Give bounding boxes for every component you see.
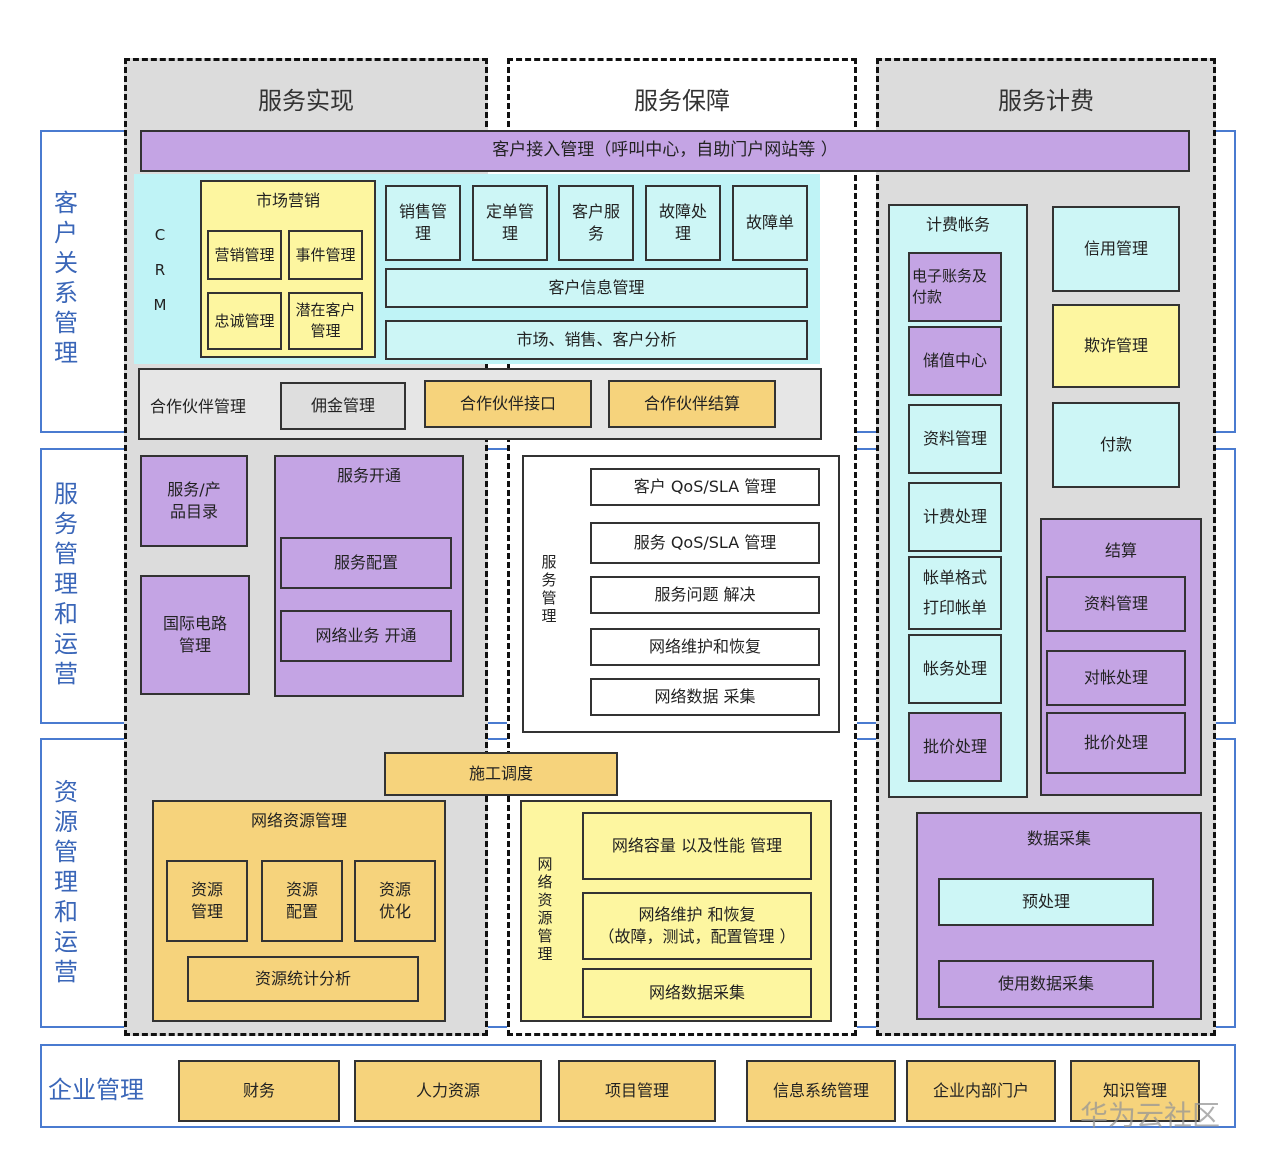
network-service-provisioning: 网络业务 开通 bbox=[280, 610, 452, 662]
enterprise-item: 财务 bbox=[178, 1060, 340, 1122]
band-enterprise bbox=[40, 1044, 1236, 1128]
band-label-resource-ops: 资源管理和运营 bbox=[49, 779, 78, 989]
crm-module: 故障单 bbox=[732, 185, 808, 261]
resource-item: 资源 管理 bbox=[166, 860, 248, 942]
billing-accounts-title: 计费帐务 bbox=[925, 215, 990, 234]
enterprise-item: 企业内部门户 bbox=[906, 1060, 1056, 1122]
network-assurance-item: 网络维护 和恢复 （故障，测试，配置管理 ） bbox=[582, 892, 812, 960]
service-product-catalog: 服务/产 品目录 bbox=[140, 455, 248, 547]
construction-dispatch: 施工调度 bbox=[384, 752, 618, 796]
crm-module: 定单管 理 bbox=[472, 185, 548, 261]
band-label-crm: 客户关系管理 bbox=[49, 190, 78, 370]
settlement-item: 资料管理 bbox=[1046, 576, 1186, 632]
billing-account-item: 资料管理 bbox=[908, 404, 1002, 474]
enterprise-item: 知识管理 bbox=[1070, 1060, 1200, 1122]
billing-account-item: 帐务处理 bbox=[908, 634, 1002, 704]
assurance-item: 网络数据 采集 bbox=[590, 678, 820, 716]
resource-statistics-analysis: 资源统计分析 bbox=[187, 956, 419, 1002]
billing-account-item: 计费处理 bbox=[908, 482, 1002, 552]
marketing-item: 营销管理 bbox=[207, 230, 282, 280]
network-assurance-item: 网络数据采集 bbox=[582, 968, 812, 1018]
settlement-item: 对帐处理 bbox=[1046, 650, 1186, 706]
network-resource-title: 网络资源管理 bbox=[250, 811, 347, 830]
partner-management-title: 合作伙伴管理 bbox=[150, 397, 247, 416]
crm-label: C R M bbox=[153, 226, 167, 314]
commission-management: 佣金管理 bbox=[280, 382, 406, 430]
assurance-item: 网络维护和恢复 bbox=[590, 628, 820, 666]
marketing-item: 忠诚管理 bbox=[207, 292, 282, 350]
crm-module: 销售管 理 bbox=[385, 185, 461, 261]
billing-account-item: 批价处理 bbox=[908, 712, 1002, 782]
resource-item: 资源 优化 bbox=[354, 860, 436, 942]
market-sales-analysis: 市场、销售、客户分析 bbox=[385, 320, 808, 360]
billing-account-item: 电子账务及 付款 bbox=[908, 252, 1002, 322]
resource-item: 资源 配置 bbox=[261, 860, 343, 942]
international-circuit-management: 国际电路 管理 bbox=[140, 575, 250, 695]
marketing-item: 潜在客户管理 bbox=[288, 292, 363, 350]
settlement-item: 批价处理 bbox=[1046, 712, 1186, 774]
billing-account-item: 储值中心 bbox=[908, 326, 1002, 396]
column-title-realization: 服务实现 bbox=[258, 86, 354, 115]
assurance-item: 服务 QoS/SLA 管理 bbox=[590, 522, 820, 564]
assurance-item: 客户 QoS/SLA 管理 bbox=[590, 468, 820, 506]
partner-settlement: 合作伙伴结算 bbox=[608, 380, 776, 428]
enterprise-item: 信息系统管理 bbox=[746, 1060, 896, 1122]
band-label-service-ops: 服务管理和运营 bbox=[49, 481, 78, 691]
data-collection-title: 数据采集 bbox=[1026, 829, 1091, 848]
crm-module: 客户服 务 bbox=[558, 185, 634, 261]
enterprise-item: 人力资源 bbox=[354, 1060, 542, 1122]
settlement-title: 结算 bbox=[1104, 541, 1137, 560]
watermark: 华为云社区 bbox=[1080, 1099, 1221, 1132]
crm-module: 故障处 理 bbox=[645, 185, 721, 261]
credit-management: 信用管理 bbox=[1052, 206, 1180, 292]
customer-access-bar: 客户接入管理（呼叫中心，自助门户网站等 ） bbox=[140, 130, 1190, 172]
service-assurance-label: 服务管理 bbox=[539, 554, 558, 626]
usage-data-collection: 使用数据采集 bbox=[938, 960, 1154, 1008]
customer-info-management: 客户信息管理 bbox=[385, 268, 808, 308]
assurance-item: 服务问题 解决 bbox=[590, 576, 820, 614]
preprocessing: 预处理 bbox=[938, 878, 1154, 926]
column-title-assurance: 服务保障 bbox=[634, 86, 730, 115]
partner-interface: 合作伙伴接口 bbox=[424, 380, 592, 428]
network-assurance-item: 网络容量 以及性能 管理 bbox=[582, 812, 812, 880]
service-configuration: 服务配置 bbox=[280, 537, 452, 589]
marketing-title: 市场营销 bbox=[255, 191, 320, 210]
network-resource-assurance-label: 网络资源管理 bbox=[535, 856, 554, 964]
marketing-item: 事件管理 bbox=[288, 230, 363, 280]
billing-account-item: 帐单格式 打印帐单 bbox=[908, 556, 1002, 630]
payment: 付款 bbox=[1052, 402, 1180, 488]
fraud-management: 欺诈管理 bbox=[1052, 304, 1180, 388]
column-title-billing: 服务计费 bbox=[998, 86, 1094, 115]
band-label-enterprise: 企业管理 bbox=[48, 1075, 144, 1104]
enterprise-item: 项目管理 bbox=[558, 1060, 716, 1122]
service-provisioning-title: 服务开通 bbox=[336, 466, 401, 485]
